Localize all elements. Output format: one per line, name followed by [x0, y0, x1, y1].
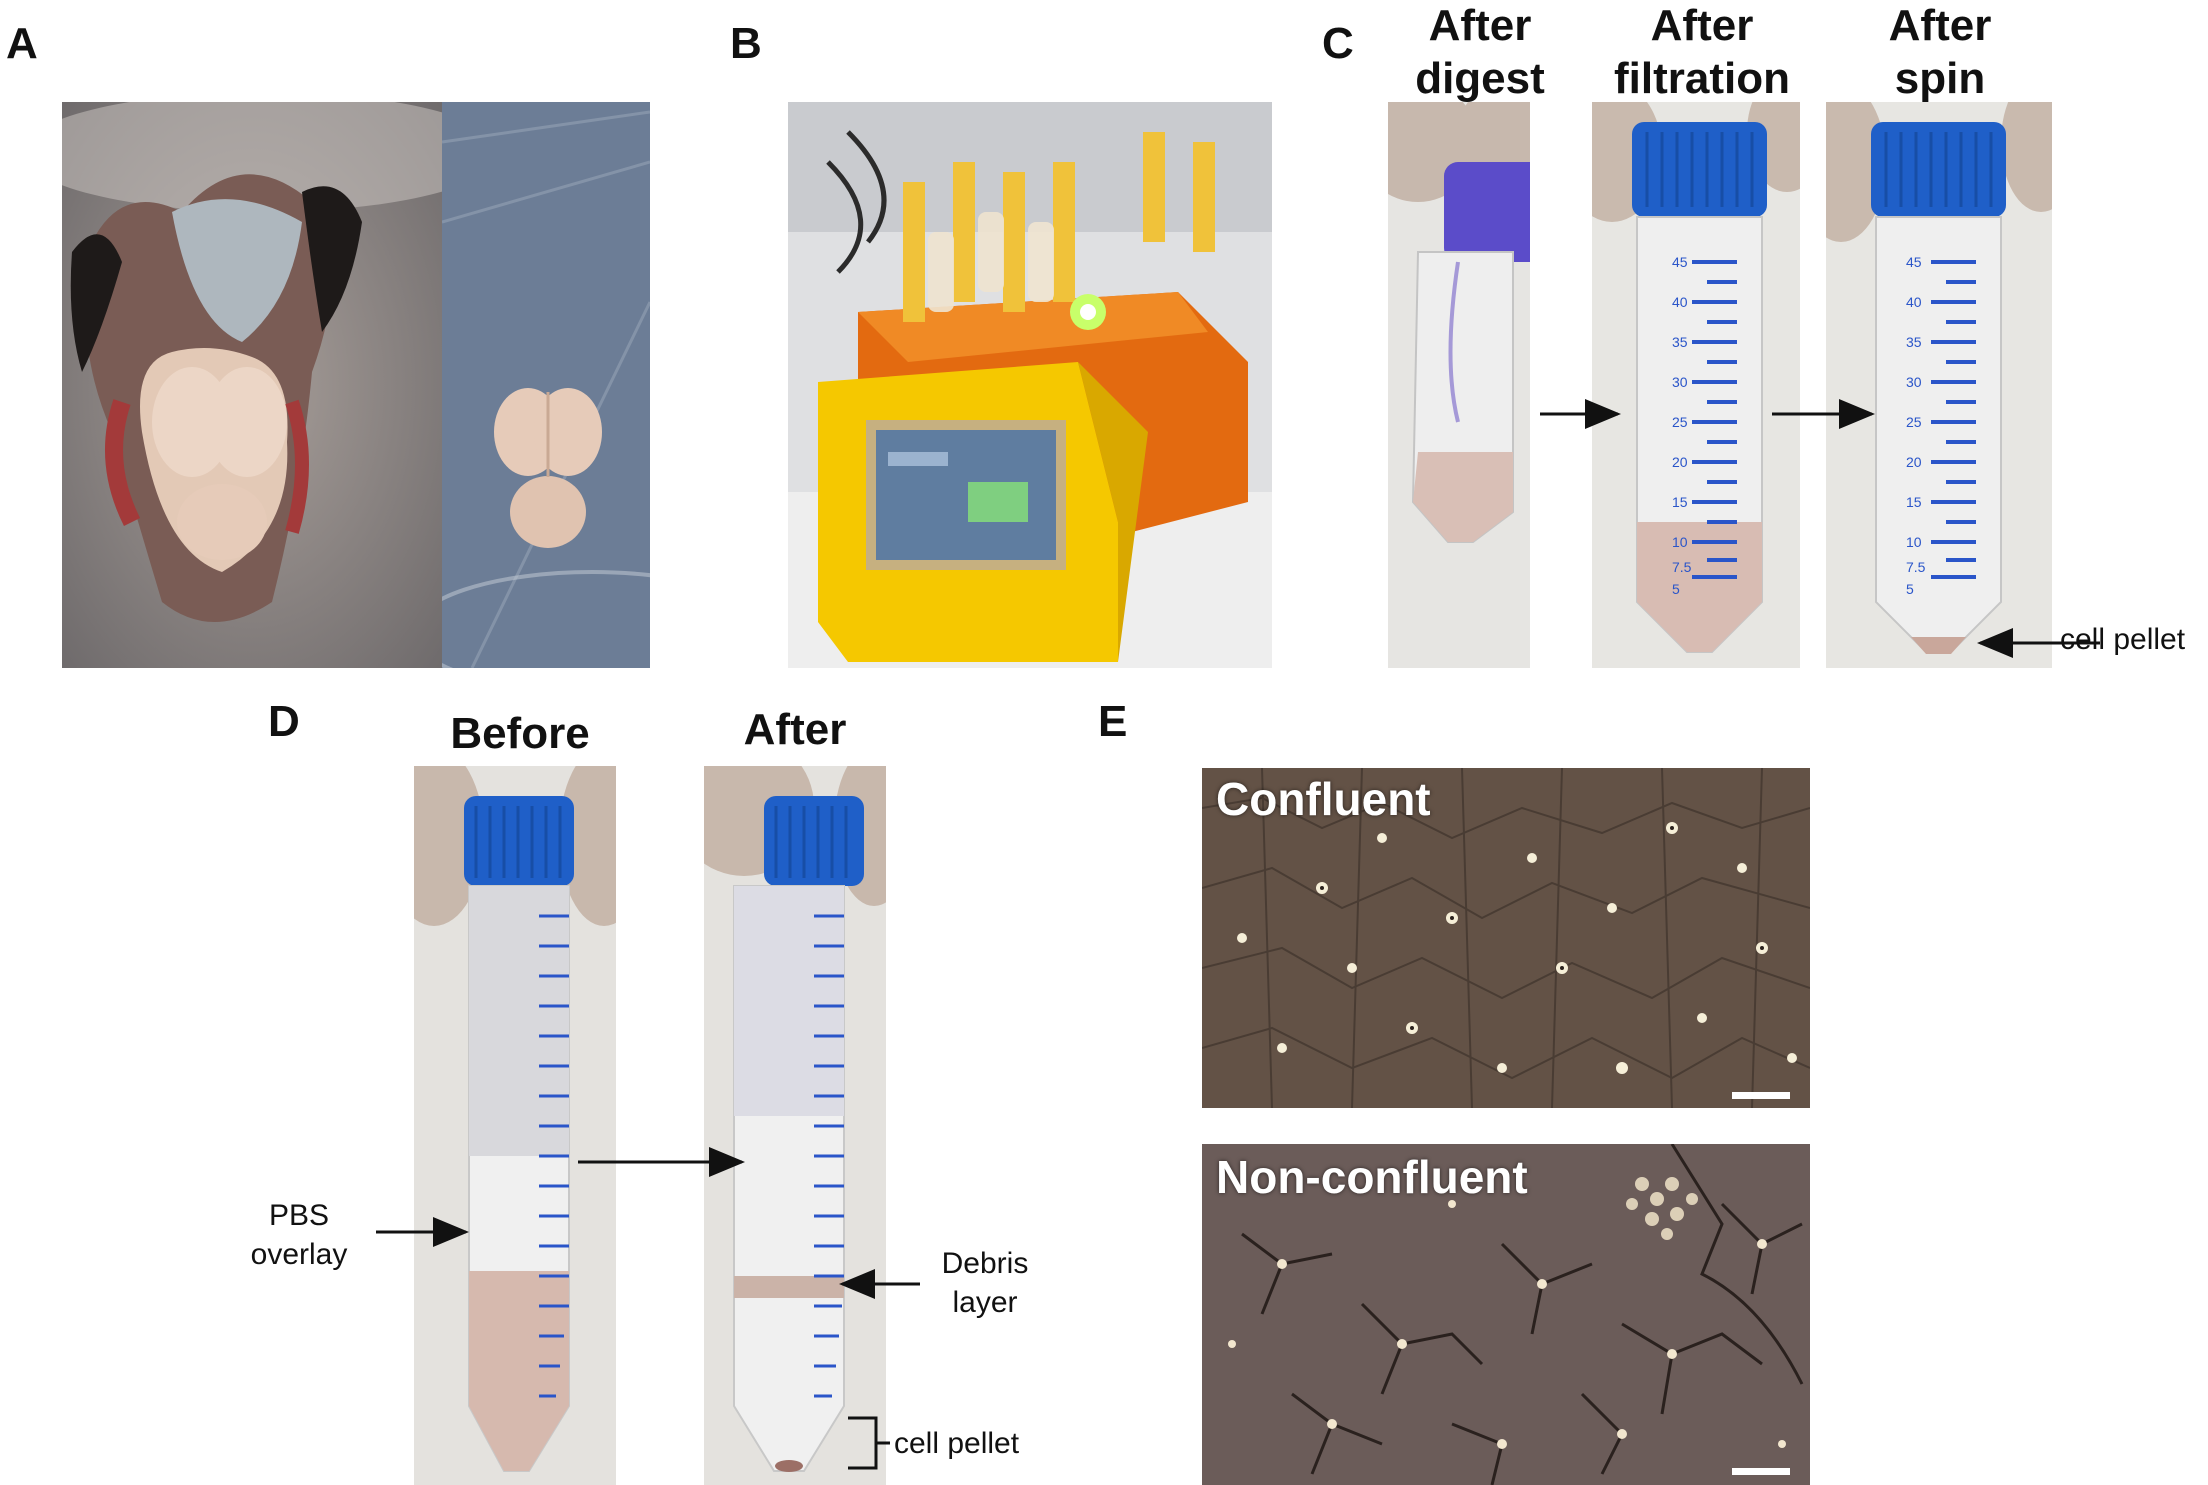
tube-before-gradient-photo: [414, 766, 616, 1485]
svg-text:5: 5: [1672, 581, 1680, 597]
column-title-after-filtration: After filtration: [1614, 1, 1790, 103]
svg-text:10: 10: [1906, 534, 1922, 550]
svg-text:20: 20: [1906, 454, 1922, 470]
svg-text:40: 40: [1672, 294, 1688, 310]
annotation-cell-pellet-d: cell pellet: [894, 1427, 1020, 1460]
svg-text:10: 10: [1672, 534, 1688, 550]
svg-text:35: 35: [1906, 334, 1922, 350]
micrograph-label-confluent: Confluent: [1216, 773, 1431, 825]
dissected-mouse-head-photo: [62, 102, 442, 668]
tube-after-gradient-photo: [704, 766, 886, 1485]
svg-text:5: 5: [1906, 581, 1914, 597]
svg-text:40: 40: [1906, 294, 1922, 310]
isolated-brain-photo: [442, 102, 650, 668]
svg-text:45: 45: [1906, 254, 1922, 270]
panel-label-d: D: [268, 697, 300, 746]
panel-label-b: B: [730, 19, 762, 68]
panel-label-a: A: [6, 19, 38, 68]
column-title-after-spin: After spin: [1888, 1, 1992, 103]
svg-text:30: 30: [1672, 374, 1688, 390]
svg-text:25: 25: [1672, 414, 1688, 430]
micrograph-label-non-confluent: Non-confluent: [1216, 1151, 1528, 1203]
panel-label-e: E: [1098, 697, 1128, 746]
svg-text:45: 45: [1672, 254, 1688, 270]
scale-bar-confluent: [1732, 1092, 1790, 1099]
svg-text:15: 15: [1672, 494, 1688, 510]
svg-text:7.5: 7.5: [1906, 559, 1926, 575]
svg-text:7.5: 7.5: [1672, 559, 1692, 575]
annotation-pbs-overlay: PBS overlay: [250, 1199, 348, 1271]
column-title-after: After: [743, 705, 847, 754]
svg-text:35: 35: [1672, 334, 1688, 350]
tube-after-spin-photo: 45 40 35 30 25 20 15 10 7.5 5: [1826, 102, 2052, 668]
tube-after-filtration-photo: 45 40 35 30 25 20 15 10 7.5 5: [1592, 102, 1800, 668]
svg-text:30: 30: [1906, 374, 1922, 390]
svg-text:20: 20: [1672, 454, 1688, 470]
scale-bar-non-confluent: [1732, 1468, 1790, 1475]
micrograph-confluent: Confluent: [1202, 768, 1810, 1108]
column-title-before: Before: [450, 709, 590, 758]
tube-after-digest-photo: [1388, 102, 1530, 668]
panel-label-c: C: [1322, 19, 1354, 68]
svg-text:25: 25: [1906, 414, 1922, 430]
column-title-after-digest: After digest: [1415, 1, 1545, 103]
svg-text:15: 15: [1906, 494, 1922, 510]
tissue-dissociator-photo: [788, 102, 1272, 668]
micrograph-non-confluent: Non-confluent: [1202, 1144, 1810, 1485]
annotation-debris-layer: Debris layer: [941, 1247, 1029, 1319]
annotation-cell-pellet-c: cell pellet: [2060, 623, 2186, 656]
